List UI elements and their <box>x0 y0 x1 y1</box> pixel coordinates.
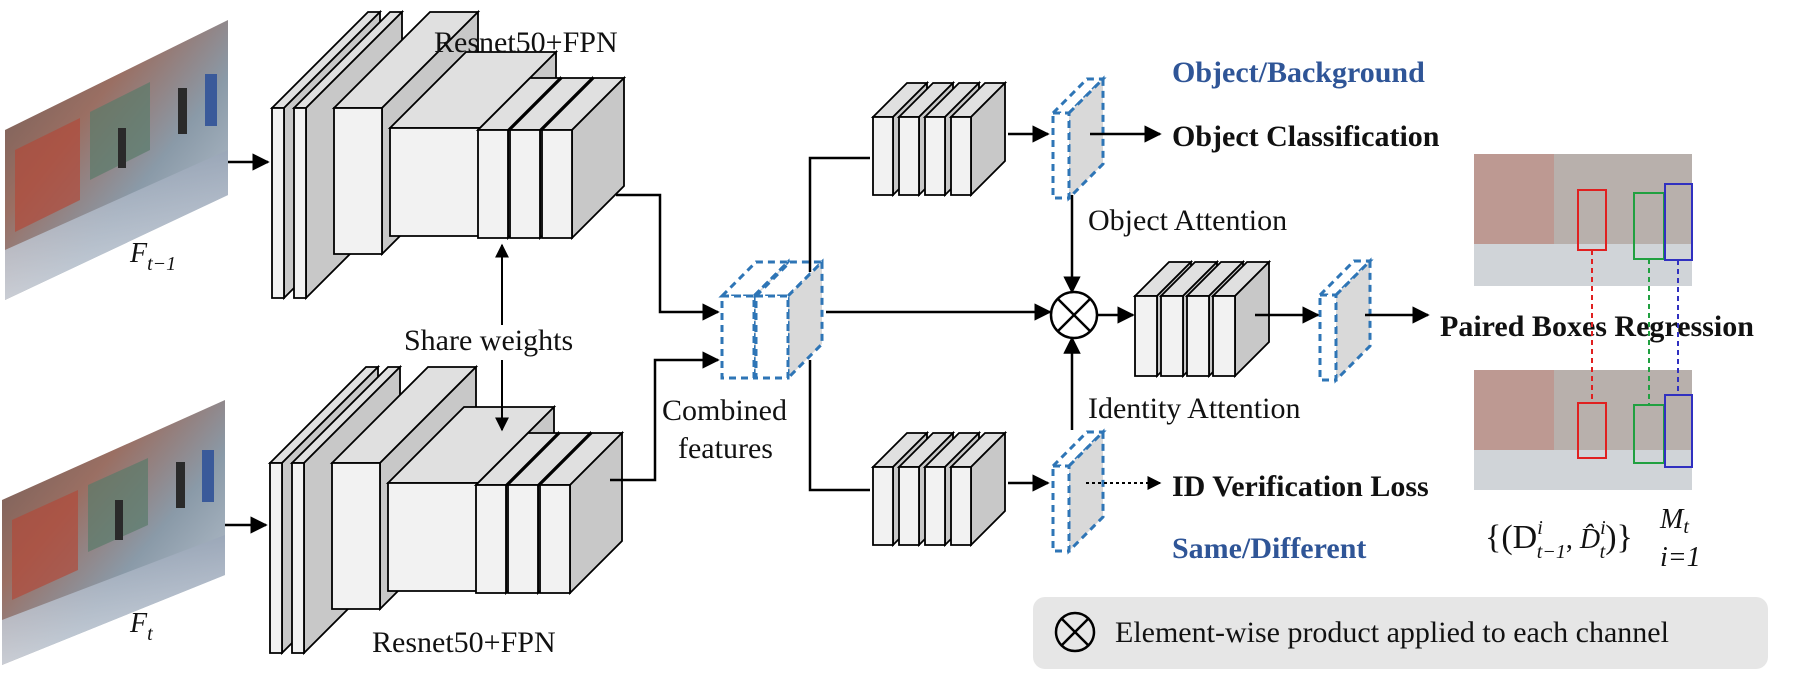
identity-attention-map <box>1049 428 1107 555</box>
paired-set-upper-limit: Mt <box>1659 504 1689 538</box>
connector-top-to-combined <box>616 193 720 321</box>
share-weights-label: Share weights <box>404 324 573 357</box>
frame-prev-label: Ft−1 <box>129 238 176 275</box>
branch-layer <box>1210 259 1272 379</box>
output-thumbnail-current <box>1474 370 1693 490</box>
combined-features-label-line1: Combined <box>662 394 787 427</box>
head-bottom-map <box>1049 428 1107 555</box>
combined-features-label-line2: features <box>678 432 773 465</box>
paired-set-lower-limit: i=1 <box>1660 542 1701 573</box>
input-frame-current <box>2 400 225 665</box>
legend-product-icon <box>1054 611 1096 653</box>
object-background-label: Object/Background <box>1172 56 1425 89</box>
backbone-top <box>269 9 627 301</box>
backbone-top-label: Resnet50+FPN <box>434 26 618 59</box>
regression-output-map <box>1316 257 1374 384</box>
backbone-layer <box>539 75 627 241</box>
connector-combined-to-top-branch <box>808 156 870 272</box>
input-frame-prev <box>5 20 228 300</box>
paired-boxes-regression-label: Paired Boxes Regression <box>1440 310 1754 343</box>
identity-attention-label: Identity Attention <box>1088 392 1300 425</box>
frame-current-label: Ft <box>129 608 153 645</box>
element-wise-product-icon <box>1049 290 1099 340</box>
object-classification-label: Object Classification <box>1172 120 1440 153</box>
object-attention-label: Object Attention <box>1088 204 1287 237</box>
connector-bottom-to-combined <box>610 351 720 482</box>
branch-top-layers <box>870 80 1008 198</box>
combined-feature-b <box>752 258 826 382</box>
regression-layers <box>1132 259 1272 379</box>
legend-text: Element-wise product applied to each cha… <box>1115 616 1669 649</box>
backbone-bottom-label: Resnet50+FPN <box>372 626 556 659</box>
combined-features-block <box>718 258 826 382</box>
branch-layer <box>948 430 1008 548</box>
head-mid-map <box>1316 257 1374 384</box>
backbone-layer <box>537 430 625 596</box>
same-different-label: Same/Different <box>1172 532 1366 565</box>
output-thumbnail-prev <box>1474 154 1693 286</box>
branch-layer <box>948 80 1008 198</box>
connector-combined-to-bottom-branch <box>808 360 870 492</box>
object-attention-map <box>1049 75 1107 202</box>
backbone-bottom <box>267 364 625 656</box>
branch-bottom-layers <box>870 430 1008 548</box>
head-top-map <box>1049 75 1107 202</box>
legend-box: Element-wise product applied to each cha… <box>1033 597 1768 669</box>
id-verification-loss-label: ID Verification Loss <box>1172 470 1429 503</box>
